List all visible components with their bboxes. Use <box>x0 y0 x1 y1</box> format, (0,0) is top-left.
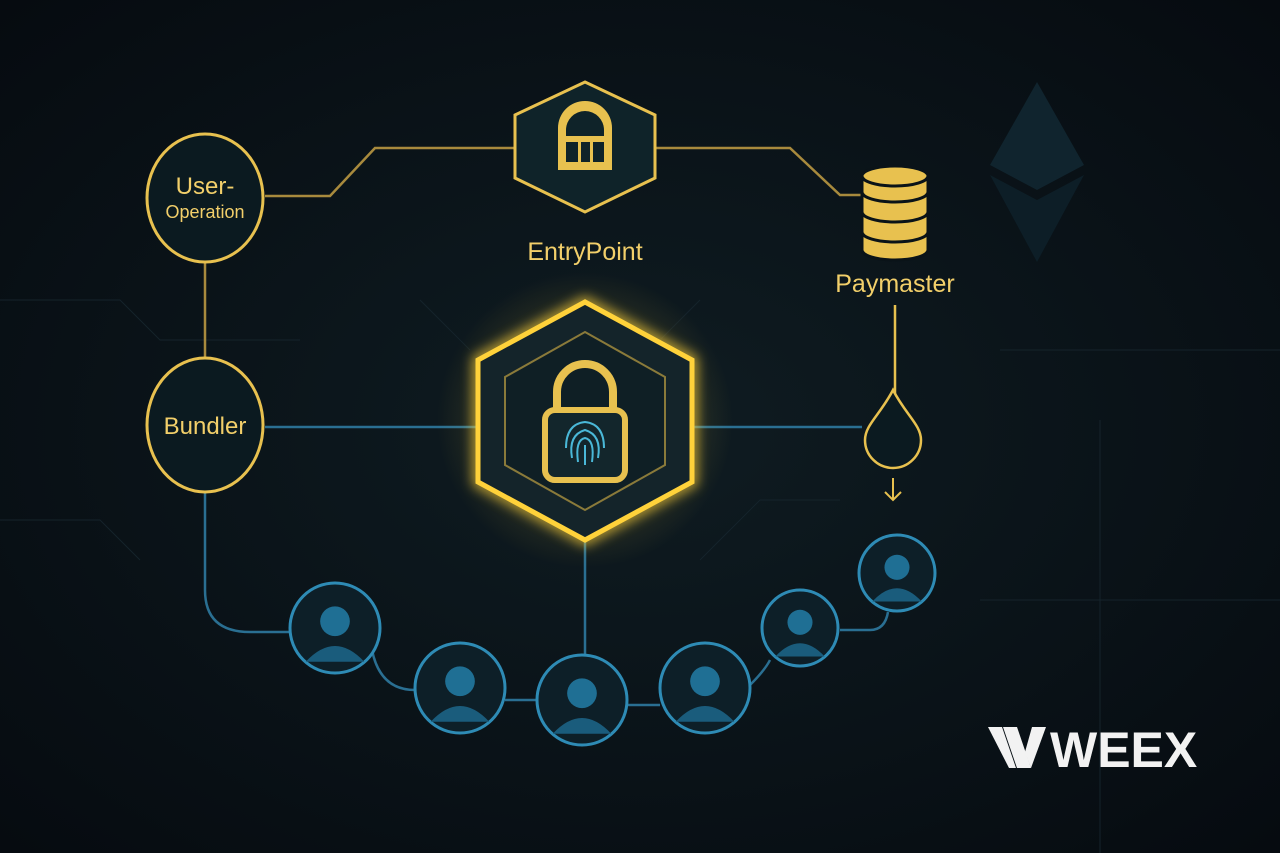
user-avatar[interactable] <box>288 581 382 675</box>
gate-icon <box>558 101 612 170</box>
ethereum-icon <box>990 82 1084 262</box>
bundler-node[interactable]: Bundler <box>145 356 265 494</box>
person-icon <box>884 554 910 580</box>
weex-logo: WEEX <box>988 722 1197 778</box>
person-icon <box>787 609 813 635</box>
paymaster-label: Paymaster <box>835 270 954 298</box>
user-operation-label-line2: Operation <box>165 202 244 222</box>
paymaster-node[interactable]: Paymaster <box>835 164 955 298</box>
user-avatars <box>288 533 937 747</box>
user-avatar[interactable] <box>760 588 840 668</box>
entry-point-node[interactable]: EntryPoint <box>513 80 657 266</box>
gold-connectors <box>203 146 862 357</box>
smart-account-node[interactable] <box>437 272 733 568</box>
person-shoulders <box>675 706 735 722</box>
user-operation-node[interactable]: User- Operation <box>145 132 265 264</box>
person-shoulders <box>775 643 825 657</box>
person-icon <box>567 678 597 709</box>
user-avatar[interactable] <box>413 641 507 735</box>
drop-icon <box>863 387 923 470</box>
user-avatar[interactable] <box>658 641 752 735</box>
person-icon <box>445 666 475 697</box>
person-shoulders <box>305 646 365 662</box>
database-icon <box>860 164 930 262</box>
circuit-background <box>0 299 1280 853</box>
person-shoulders <box>552 718 612 734</box>
user-avatar[interactable] <box>857 533 937 613</box>
person-shoulders <box>872 588 922 602</box>
gas-drop <box>863 387 923 502</box>
user-avatar[interactable] <box>535 653 629 747</box>
arrow-down-icon <box>884 478 902 502</box>
person-icon <box>690 666 720 697</box>
person-shoulders <box>430 706 490 722</box>
brand-name: WEEX <box>1050 722 1197 778</box>
user-operation-label-line1: User- <box>176 173 235 200</box>
entry-point-label: EntryPoint <box>527 238 642 266</box>
bundler-label: Bundler <box>164 413 247 440</box>
person-icon <box>320 606 350 637</box>
fingerprint-lock-icon <box>542 360 628 483</box>
